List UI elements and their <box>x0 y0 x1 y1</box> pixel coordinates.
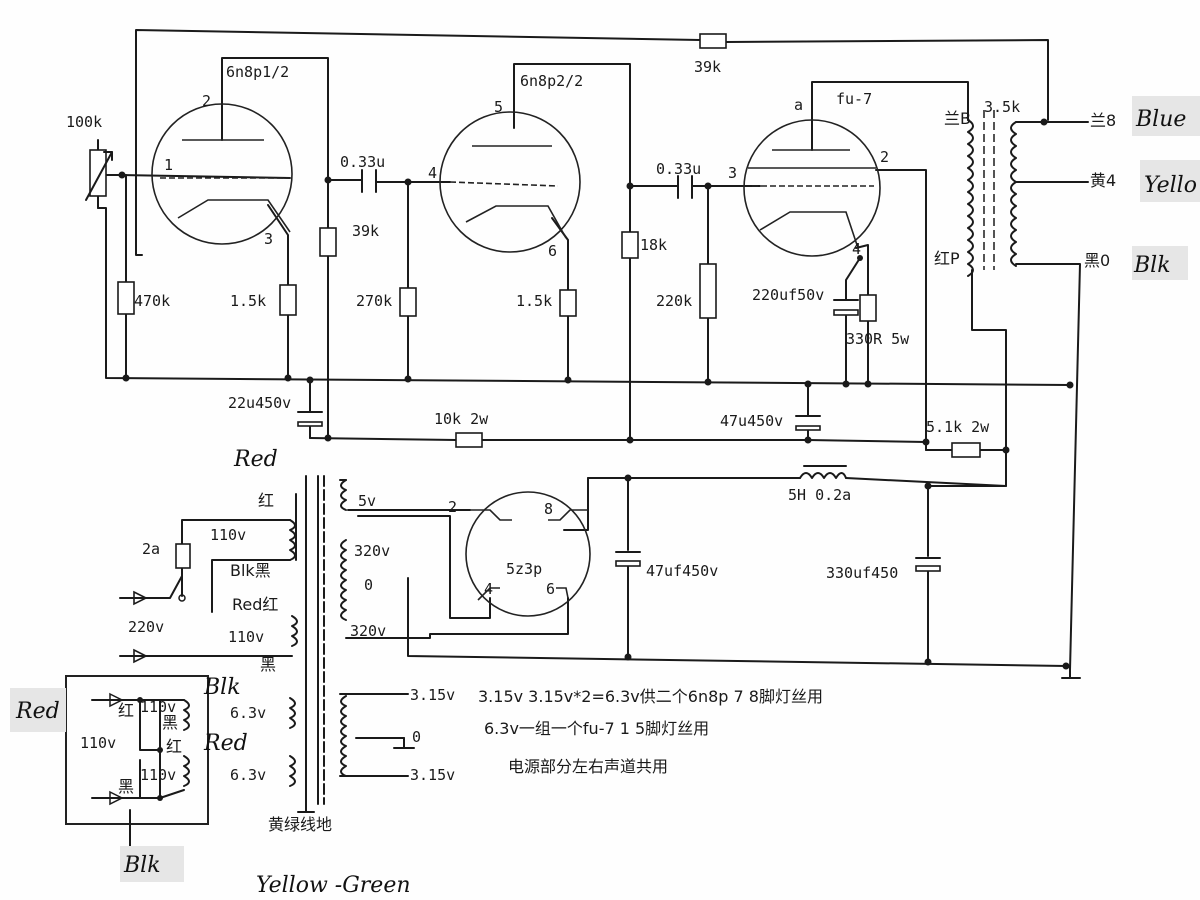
label-220uf: 220uf50v <box>752 286 824 304</box>
label-270k: 270k <box>356 292 392 310</box>
label-ot-p: 红P <box>934 249 960 268</box>
pin-v1-grid: 1 <box>164 156 173 174</box>
label-choke: 5H 0.2a <box>788 486 851 504</box>
label-sec-63a: 6.3v <box>230 704 266 722</box>
pin-v3-screen: 2 <box>880 148 889 166</box>
pin-rect-4: 4 <box>484 580 493 598</box>
note-shared-supply: 电源部分左右声道共用 <box>508 757 668 776</box>
tube-v1 <box>151 103 293 245</box>
label-5k1: 5.1k 2w <box>926 418 990 436</box>
pin-rect-6: 6 <box>546 580 555 598</box>
label-sec-5v: 5v <box>358 492 376 510</box>
label-cap-033-a: 0.33u <box>340 153 385 171</box>
note-heater-6n8p: 3.15v 3.15v*2=6.3v供二个6n8p 7 8脚灯丝用 <box>478 687 823 706</box>
label-pri-black2: 黑 <box>260 655 276 674</box>
label-pri-black1: Blk黑 <box>230 561 271 580</box>
pin-v3-a: a <box>794 96 803 114</box>
tube-v3 <box>743 119 881 257</box>
label-sec-0: 0 <box>364 576 373 594</box>
hand-inset-red-mid: Red <box>203 731 248 756</box>
pin-v3-cathode: 4 <box>852 240 861 258</box>
pin-v1-plate: 2 <box>202 92 211 110</box>
capacitors <box>297 169 941 572</box>
hand-inset-blk-top: Blk <box>203 675 241 700</box>
inset-black-b: 黑 <box>118 777 134 796</box>
label-330r: 330R 5w <box>846 330 910 348</box>
tube-rectifier <box>465 491 591 617</box>
resistors <box>117 33 981 569</box>
hand-black: Blk <box>1133 253 1171 278</box>
label-pri-red1: 红 <box>258 491 274 510</box>
label-pri-red2: Red红 <box>232 595 278 614</box>
label-220k: 220k <box>656 292 692 310</box>
label-39k: 39k <box>352 222 379 240</box>
pin-v3-grid: 3 <box>728 164 737 182</box>
hand-ground: Yellow -Green <box>256 873 411 898</box>
label-47u: 47u450v <box>720 412 783 430</box>
pin-v1-cathode: 3 <box>264 230 273 248</box>
inset-wiring-box <box>65 675 209 851</box>
label-18k: 18k <box>640 236 667 254</box>
label-330uf: 330uf450 <box>826 564 898 582</box>
label-1k5-b: 1.5k <box>516 292 552 310</box>
label-fuse: 2a <box>142 540 160 558</box>
inset-110-left: 110v <box>80 734 116 752</box>
label-ot-tap0: 黑0 <box>1084 251 1110 270</box>
label-ot-impedance: 3.5k <box>984 98 1020 116</box>
label-cap-033-b: 0.33u <box>656 160 701 178</box>
label-mains: 220v <box>128 618 164 636</box>
handwriting-backgrounds <box>10 96 1200 882</box>
label-sec-320b: 320v <box>350 622 386 640</box>
label-22u: 22u450v <box>228 394 291 412</box>
label-1k5-a: 1.5k <box>230 292 266 310</box>
label-ground: 黄绿线地 <box>268 815 332 834</box>
pin-v2-cathode: 6 <box>548 242 557 260</box>
label-pot: 100k <box>66 113 102 131</box>
tube-v2 <box>439 111 581 253</box>
label-10k: 10k 2w <box>434 410 489 428</box>
label-v2: 6n8p2/2 <box>520 72 583 90</box>
label-pri-110a: 110v <box>210 526 246 544</box>
hand-inset-blk-bottom: Blk <box>123 853 161 878</box>
hand-blue: Blue <box>1135 107 1186 132</box>
hand-red-top: Red <box>233 447 278 472</box>
label-rectifier: 5z3p <box>506 560 542 578</box>
label-sec-320a: 320v <box>354 542 390 560</box>
transformer-core <box>317 110 995 805</box>
label-47uf: 47uf450v <box>646 562 718 580</box>
mains-input-arrows <box>119 590 186 664</box>
pin-v2-plate: 5 <box>494 98 503 116</box>
note-heater-fu7: 6.3v一组一个fu-7 1 5脚灯丝用 <box>484 719 709 738</box>
label-ot-tap8: 兰8 <box>1090 111 1116 130</box>
hand-yellow: Yello <box>1144 173 1197 198</box>
label-v3: fu-7 <box>836 90 872 108</box>
coils <box>289 119 1017 787</box>
label-heater-315b: 3.15v <box>410 766 455 784</box>
label-heater-0: 0 <box>412 728 421 746</box>
pin-rect-2: 2 <box>448 498 457 516</box>
pin-v2-grid: 4 <box>428 164 437 182</box>
label-v1: 6n8p1/2 <box>226 63 289 81</box>
junction-dots <box>118 118 1074 670</box>
label-heater-315a: 3.15v <box>410 686 455 704</box>
label-ot-tap4: 黄4 <box>1090 171 1116 190</box>
inset-red-b: 红 <box>166 737 182 756</box>
label-pri-110b: 110v <box>228 628 264 646</box>
label-sec-63b: 6.3v <box>230 766 266 784</box>
wiring <box>97 29 1089 813</box>
potentiometer <box>85 149 113 201</box>
label-39k-fb: 39k <box>694 58 721 76</box>
label-ot-b: 兰B <box>944 109 971 128</box>
inset-black-a: 黑 <box>162 713 178 732</box>
labels: 100k 470k 1.5k 0.33u 39k 270k 1.5k 0.33u… <box>15 58 1197 898</box>
inset-red: 红 <box>118 701 134 720</box>
inset-110a: 110v <box>140 698 176 716</box>
inset-110b: 110v <box>140 766 176 784</box>
label-470k: 470k <box>134 292 170 310</box>
hand-inset-red-left: Red <box>15 699 60 724</box>
pin-rect-8: 8 <box>544 500 553 518</box>
